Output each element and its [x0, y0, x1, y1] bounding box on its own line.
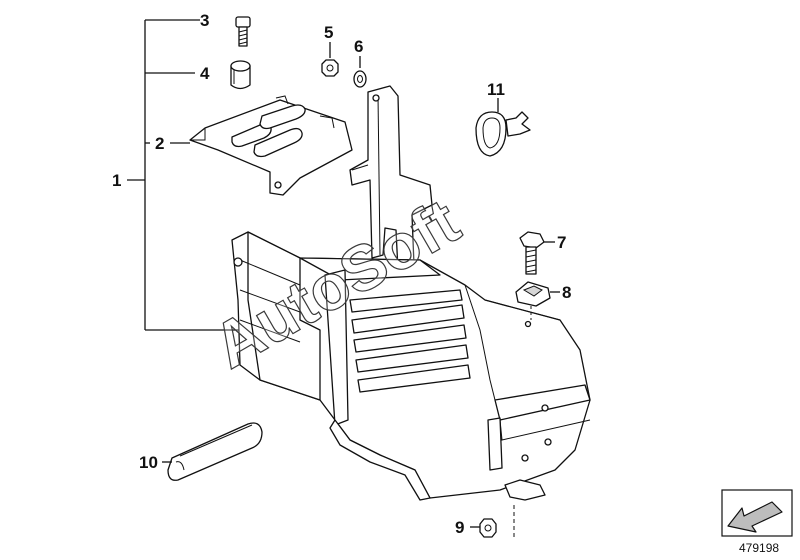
- edge-strip-part-10[interactable]: [162, 422, 263, 481]
- washer-part-6[interactable]: [353, 56, 367, 88]
- callout-11: 11: [487, 80, 505, 99]
- battery-tray[interactable]: [231, 231, 591, 501]
- upright-bracket[interactable]: [349, 85, 433, 271]
- speed-nut-part-8[interactable]: [515, 281, 560, 320]
- holder-plate-part-2[interactable]: [170, 95, 353, 196]
- bolt-part-3[interactable]: [235, 16, 251, 47]
- clip-part-11[interactable]: [475, 98, 531, 157]
- callout-1: 1: [112, 171, 121, 190]
- callout-10: 10: [139, 453, 158, 472]
- callout-5: 5: [324, 23, 333, 42]
- callout-2: 2: [155, 134, 164, 153]
- callout-7: 7: [557, 233, 566, 252]
- callout-6: 6: [354, 37, 363, 56]
- callout-4: 4: [200, 64, 210, 83]
- callout-9: 9: [455, 518, 464, 537]
- direction-arrow-icon: [721, 489, 793, 537]
- document-number: 479198: [739, 541, 779, 555]
- callout-8: 8: [562, 283, 571, 302]
- callout-3: 3: [200, 11, 209, 30]
- group-bracket: [127, 19, 250, 331]
- spacer-part-4[interactable]: [230, 60, 251, 90]
- nut-part-9[interactable]: [470, 505, 515, 540]
- bolt-part-7[interactable]: [519, 231, 555, 275]
- nut-part-5[interactable]: [321, 42, 339, 77]
